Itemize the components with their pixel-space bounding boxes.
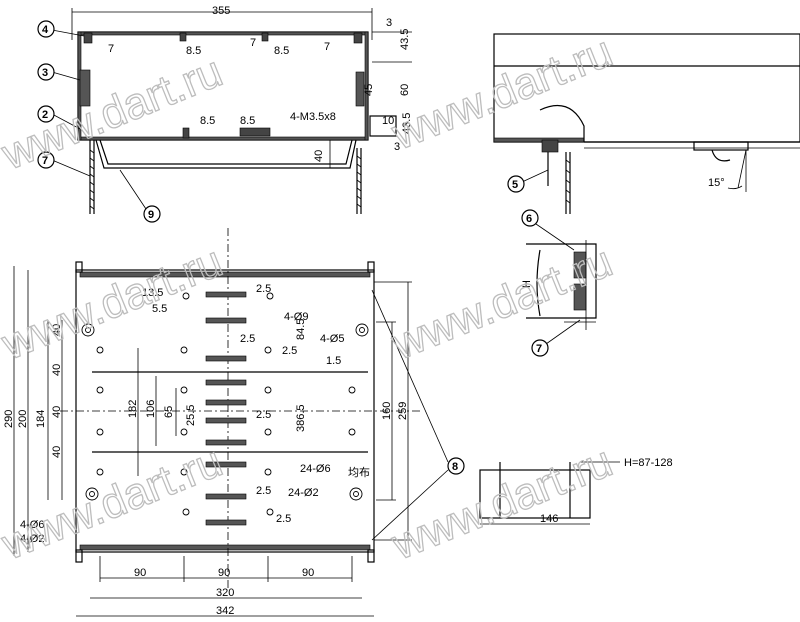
dim-342: 342 [216, 605, 234, 617]
dim-182: 182 [127, 400, 139, 418]
watermark-6: www.dart.ru [384, 437, 619, 570]
dim-90-b: 90 [218, 567, 230, 579]
dim-200: 200 [17, 410, 29, 428]
dim-2-5-c: 2.5 [282, 345, 297, 357]
dim-45: 45 [363, 84, 375, 96]
height-range-label: H=87-128 [624, 457, 673, 469]
dim-8-5-c: 8.5 [200, 115, 215, 127]
dim-106: 106 [145, 400, 157, 418]
dim-7-a: 7 [108, 43, 114, 55]
dim-40-a: 40 [51, 324, 63, 336]
callout-5: 5 [512, 179, 518, 191]
height-detail: H=87-128 146 [479, 457, 673, 525]
dim-2-5-b: 2.5 [240, 333, 255, 345]
dim-84-5: 84.5 [295, 319, 307, 340]
dim-10: 10 [382, 115, 394, 127]
dim-8-5-d: 8.5 [240, 115, 255, 127]
dim-40-c: 40 [51, 406, 63, 418]
watermark-3: www.dart.ru [0, 237, 229, 370]
dim-2-5-a: 2.5 [256, 283, 271, 295]
side-view: 15° 5 [493, 33, 800, 214]
dim-25-5: 25.5 [185, 405, 197, 426]
dim-2-5-d: 2.5 [256, 409, 271, 421]
callout-7-top: 7 [42, 155, 48, 167]
dim-259: 259 [397, 402, 409, 420]
dim-3-top: 3 [386, 17, 392, 29]
angle-15: 15° [708, 177, 725, 189]
dim-60: 60 [399, 84, 411, 96]
dim-1-5: 1.5 [326, 355, 341, 367]
dim-386-5: 386.5 [295, 404, 307, 432]
dim-43-5-top: 43.5 [399, 29, 411, 50]
hole-label-4-d2: 4-Ø2 [20, 533, 44, 545]
dim-2-5-f: 2.5 [276, 513, 291, 525]
watermark-1: www.dart.ru [0, 47, 229, 180]
callout-9: 9 [148, 209, 154, 221]
dim-13-5: 13.5 [142, 287, 163, 299]
dim-7-b: 7 [250, 37, 256, 49]
dim-65: 65 [163, 406, 175, 418]
dim-184: 184 [35, 410, 47, 428]
dim-5-5: 5.5 [152, 303, 167, 315]
dim-3-bottom: 3 [394, 141, 400, 153]
note-evenly: 均布 [348, 466, 370, 479]
callout-8: 8 [452, 461, 458, 473]
dim-7-c: 7 [324, 41, 330, 53]
hole-label-4-d6: 4-Ø6 [20, 519, 44, 531]
dim-160: 160 [381, 402, 393, 420]
hole-label-4-d9: 4-Ø9 [284, 311, 308, 323]
screw-spec: 4-M3.5x8 [290, 111, 336, 123]
dim-90-c: 90 [302, 567, 314, 579]
dim-40-top: 40 [313, 150, 325, 162]
mounting-holes [81, 292, 369, 516]
callout-7-detail: 7 [536, 343, 542, 355]
dim-146: 146 [540, 513, 558, 525]
dim-43-5-bottom: 43.5 [401, 113, 413, 134]
hole-label-24-d6: 24-Ø6 [300, 463, 331, 475]
callout-group-top: 4 3 2 7 9 [37, 20, 161, 223]
dim-90-a: 90 [134, 567, 146, 579]
callout-4: 4 [42, 24, 49, 36]
dim-8-5-a: 8.5 [186, 45, 201, 57]
hole-label-24-d2: 24-Ø2 [288, 487, 319, 499]
dim-40-d: 40 [51, 446, 63, 458]
dim-2-5-e: 2.5 [256, 485, 271, 497]
dim-8-5-b: 8.5 [274, 45, 289, 57]
label-h: H [521, 280, 533, 288]
hole-label-4-d5: 4-Ø5 [320, 333, 344, 345]
dim-320: 320 [216, 587, 234, 599]
callout-2: 2 [42, 109, 48, 121]
callout-6: 6 [526, 213, 532, 225]
top-section-view: 355 3 7 8.5 7 8.5 7 43.5 45 60 8.5 8.5 4… [71, 5, 413, 214]
dim-355: 355 [212, 5, 230, 17]
clip-detail: 6 H 7 [521, 209, 597, 357]
plan-view: 13.5 5.5 2.5 2.5 2.5 1.5 2.5 2.5 2.5 4-Ø… [3, 228, 465, 617]
dim-40-b: 40 [51, 364, 63, 376]
callout-3: 3 [42, 67, 48, 79]
dim-290: 290 [3, 410, 15, 428]
